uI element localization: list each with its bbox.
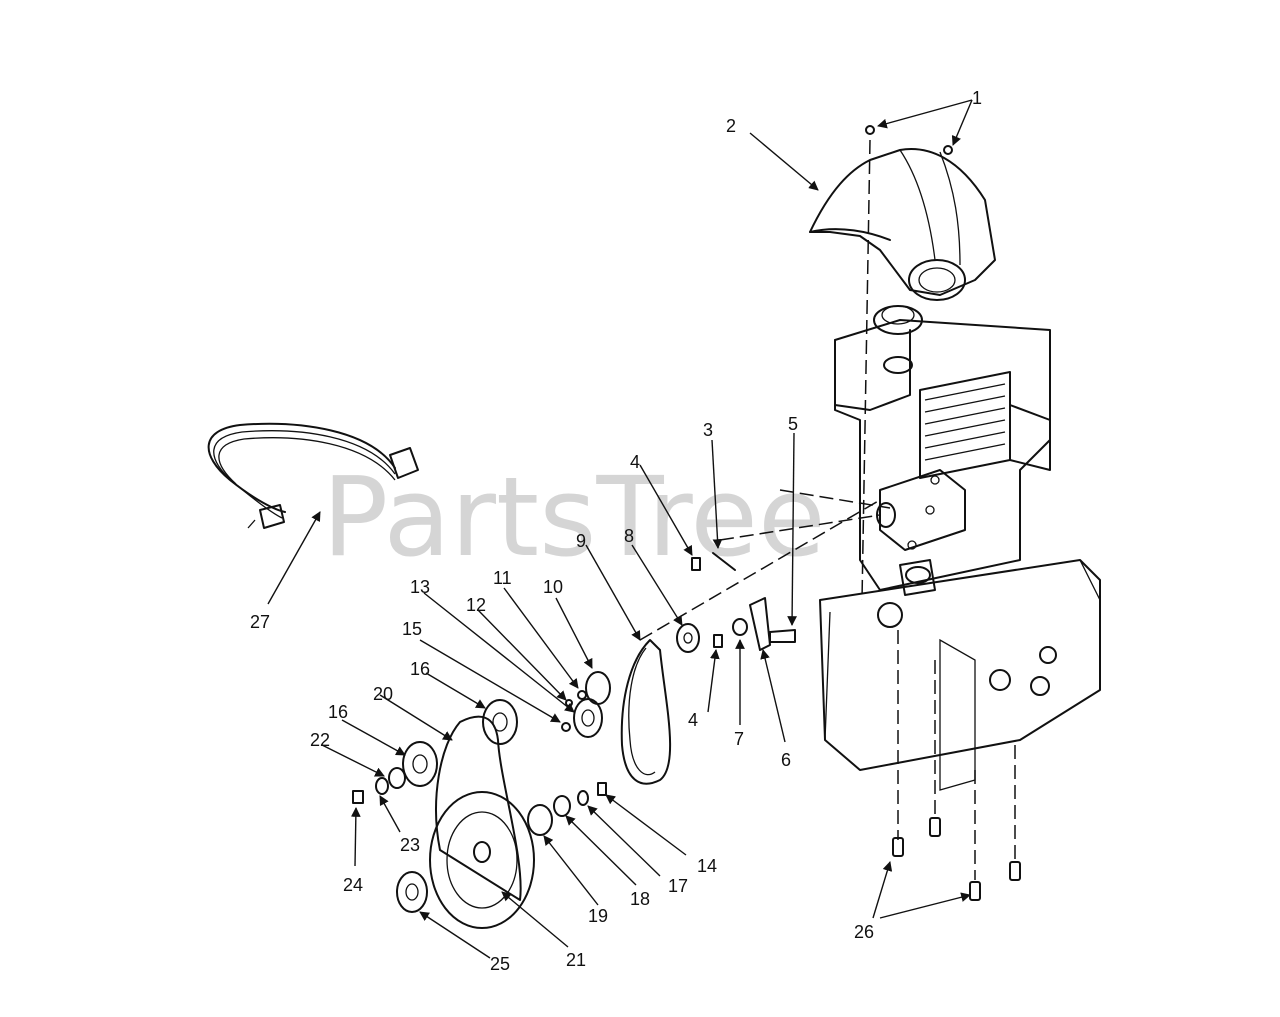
engine-assembly	[809, 125, 1101, 791]
callout-17: 17	[668, 876, 688, 896]
spring-3	[712, 552, 736, 571]
frame-hole	[989, 669, 1011, 691]
callout-18: 18	[630, 889, 650, 909]
callout-21: 21	[566, 950, 586, 970]
belt-20	[435, 715, 522, 901]
callout-6: 6	[781, 750, 791, 770]
belt-9	[620, 639, 672, 785]
callout-5: 5	[788, 414, 798, 434]
hub-25	[396, 871, 428, 913]
nut-11	[577, 690, 587, 700]
callout-22: 22	[310, 730, 330, 750]
callout-15: 15	[402, 619, 422, 639]
bolt-4a	[691, 557, 701, 571]
screw-1a	[865, 125, 875, 135]
washer-17	[577, 790, 589, 806]
callout-16a: 16	[410, 659, 430, 679]
callout-4: 4	[630, 452, 640, 472]
callout-16b: 16	[328, 702, 348, 722]
callout-2: 2	[726, 116, 736, 136]
bracket-6	[749, 597, 771, 651]
pulley-16a	[402, 741, 438, 787]
frame-bracket	[939, 638, 976, 791]
extension-cord	[207, 422, 419, 529]
callout-26: 26	[854, 922, 874, 942]
callout-leaders	[267, 99, 973, 959]
callout-1: 1	[972, 88, 982, 108]
bolt-24	[352, 790, 364, 804]
crankshaft-end	[876, 502, 896, 528]
cord-end	[259, 504, 285, 529]
callout-19: 19	[588, 906, 608, 926]
washer-18	[553, 795, 571, 817]
callout-numbers: 1 2 3 4 5 8 9 10 11 12 13 15 16 20 16 22…	[250, 88, 982, 974]
callout-27: 27	[250, 612, 270, 632]
recoil-starter	[908, 259, 966, 301]
washer-23	[375, 777, 389, 795]
callout-7: 7	[734, 729, 744, 749]
nut-15	[561, 722, 571, 732]
bolt-4b	[713, 634, 723, 648]
callout-13: 13	[410, 577, 430, 597]
callout-10: 10	[543, 577, 563, 597]
pulley-assembly	[352, 552, 796, 929]
washer-22	[388, 767, 406, 789]
washer-7	[732, 618, 748, 636]
crankshaft-housing	[879, 469, 966, 551]
bolts-26	[892, 817, 1021, 901]
engine-shroud	[809, 148, 996, 296]
bolt-14	[597, 782, 607, 796]
callout-3: 3	[703, 420, 713, 440]
pulley-13	[573, 698, 603, 738]
idler-8	[676, 623, 700, 653]
pulley-21	[429, 791, 535, 929]
callout-24: 24	[343, 875, 363, 895]
pulley-16b	[482, 699, 518, 745]
muffler	[1009, 404, 1051, 471]
screw-1b	[943, 145, 953, 155]
engine-block	[834, 319, 1051, 591]
callout-9: 9	[576, 531, 586, 551]
washer-19	[527, 804, 553, 836]
callout-11: 11	[493, 568, 512, 588]
callout-20: 20	[373, 684, 393, 704]
cord-plug	[389, 447, 419, 479]
callout-12: 12	[466, 595, 486, 615]
screw-12	[565, 699, 573, 707]
cylinder-fins	[919, 371, 1011, 479]
callout-25: 25	[490, 954, 510, 974]
callout-8: 8	[624, 526, 634, 546]
frame-housing	[819, 559, 1101, 771]
callout-14: 14	[697, 856, 717, 876]
callout-4b: 4	[688, 710, 698, 730]
callout-23: 23	[400, 835, 420, 855]
pin-5	[769, 629, 796, 643]
watermark: PartsTree	[322, 453, 826, 581]
